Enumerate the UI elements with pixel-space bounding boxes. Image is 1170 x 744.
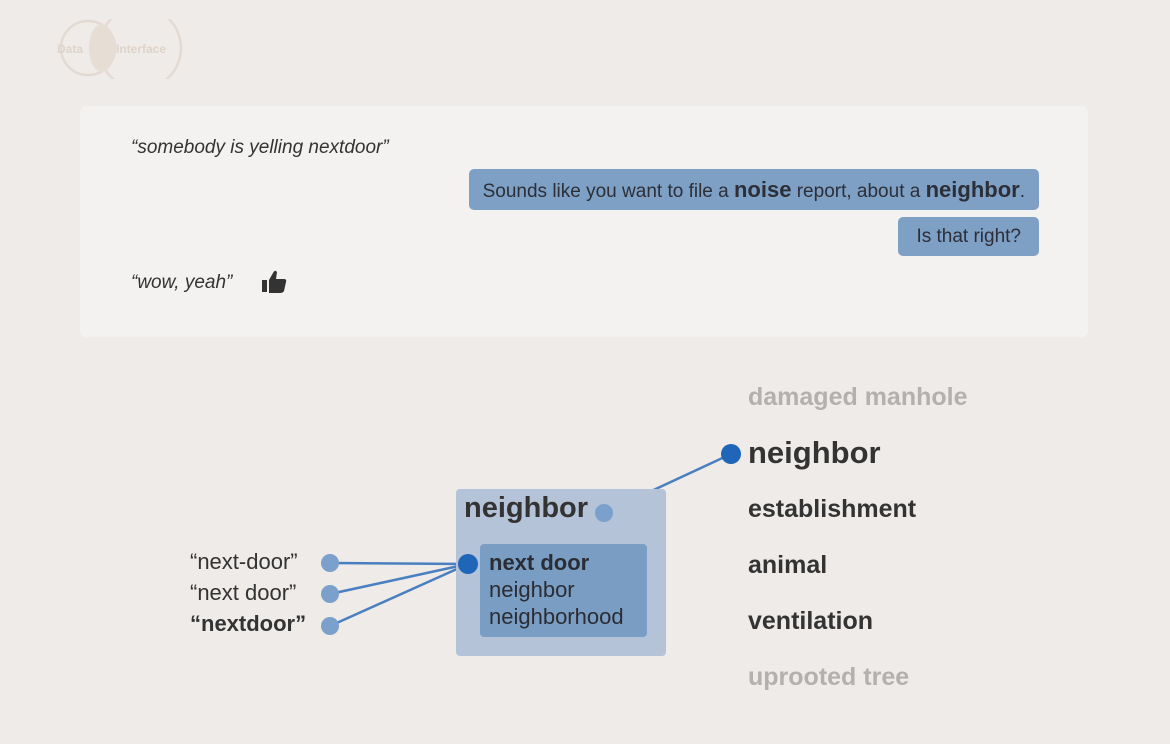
alias-node [321, 554, 339, 572]
bot-reply-part: . [1019, 181, 1025, 202]
thumbs-up-icon[interactable] [260, 268, 288, 296]
candidate-item[interactable]: animal [748, 551, 828, 579]
logo: Data Interface [44, 19, 184, 79]
synonym-item: neighbor [489, 577, 575, 602]
logo-circles [59, 19, 183, 79]
concept-box: neighbor next door neighbor neighborhood [456, 489, 666, 656]
bot-reply-bubble: Sounds like you want to file a noise rep… [468, 169, 1039, 210]
candidate-node [721, 444, 741, 464]
bot-reply-keyword: neighbor [925, 177, 1020, 202]
synonym-box: next door neighbor neighborhood [480, 544, 647, 637]
user-utterance: “somebody is yelling nextdoor” [131, 137, 389, 158]
candidate-item[interactable]: establishment [748, 495, 917, 523]
bot-reply-part: report, about a [791, 181, 926, 202]
user-confirmation: “wow, yeah” [131, 272, 233, 293]
alias-label: “nextdoor” [190, 611, 307, 636]
logo-left-word: Data [57, 42, 84, 56]
candidate-item[interactable]: uprooted tree [748, 663, 910, 691]
candidate-item[interactable]: damaged manhole [748, 383, 968, 411]
alias-label: “next-door” [190, 549, 298, 574]
alias-node [321, 617, 339, 635]
synonym-item: neighborhood [489, 604, 624, 629]
conversation-panel: “somebody is yelling nextdoor” Sounds li… [80, 106, 1088, 337]
alias-link [329, 562, 469, 596]
bot-reply-keyword: noise [733, 177, 792, 202]
bot-reply-part: Sounds like you want to file a [482, 181, 734, 202]
logo-right-word: Interface [116, 42, 167, 56]
alias-node [321, 585, 339, 603]
alias-label: “next door” [190, 580, 297, 605]
bot-question-bubble: Is that right? [898, 217, 1039, 256]
candidate-item[interactable]: ventilation [748, 607, 874, 635]
alias-link [329, 562, 469, 628]
concept-title: neighbor [464, 492, 589, 524]
alias-link [329, 561, 469, 566]
candidate-item-selected[interactable]: neighbor [748, 435, 881, 470]
synonym-item: next door [489, 550, 590, 575]
